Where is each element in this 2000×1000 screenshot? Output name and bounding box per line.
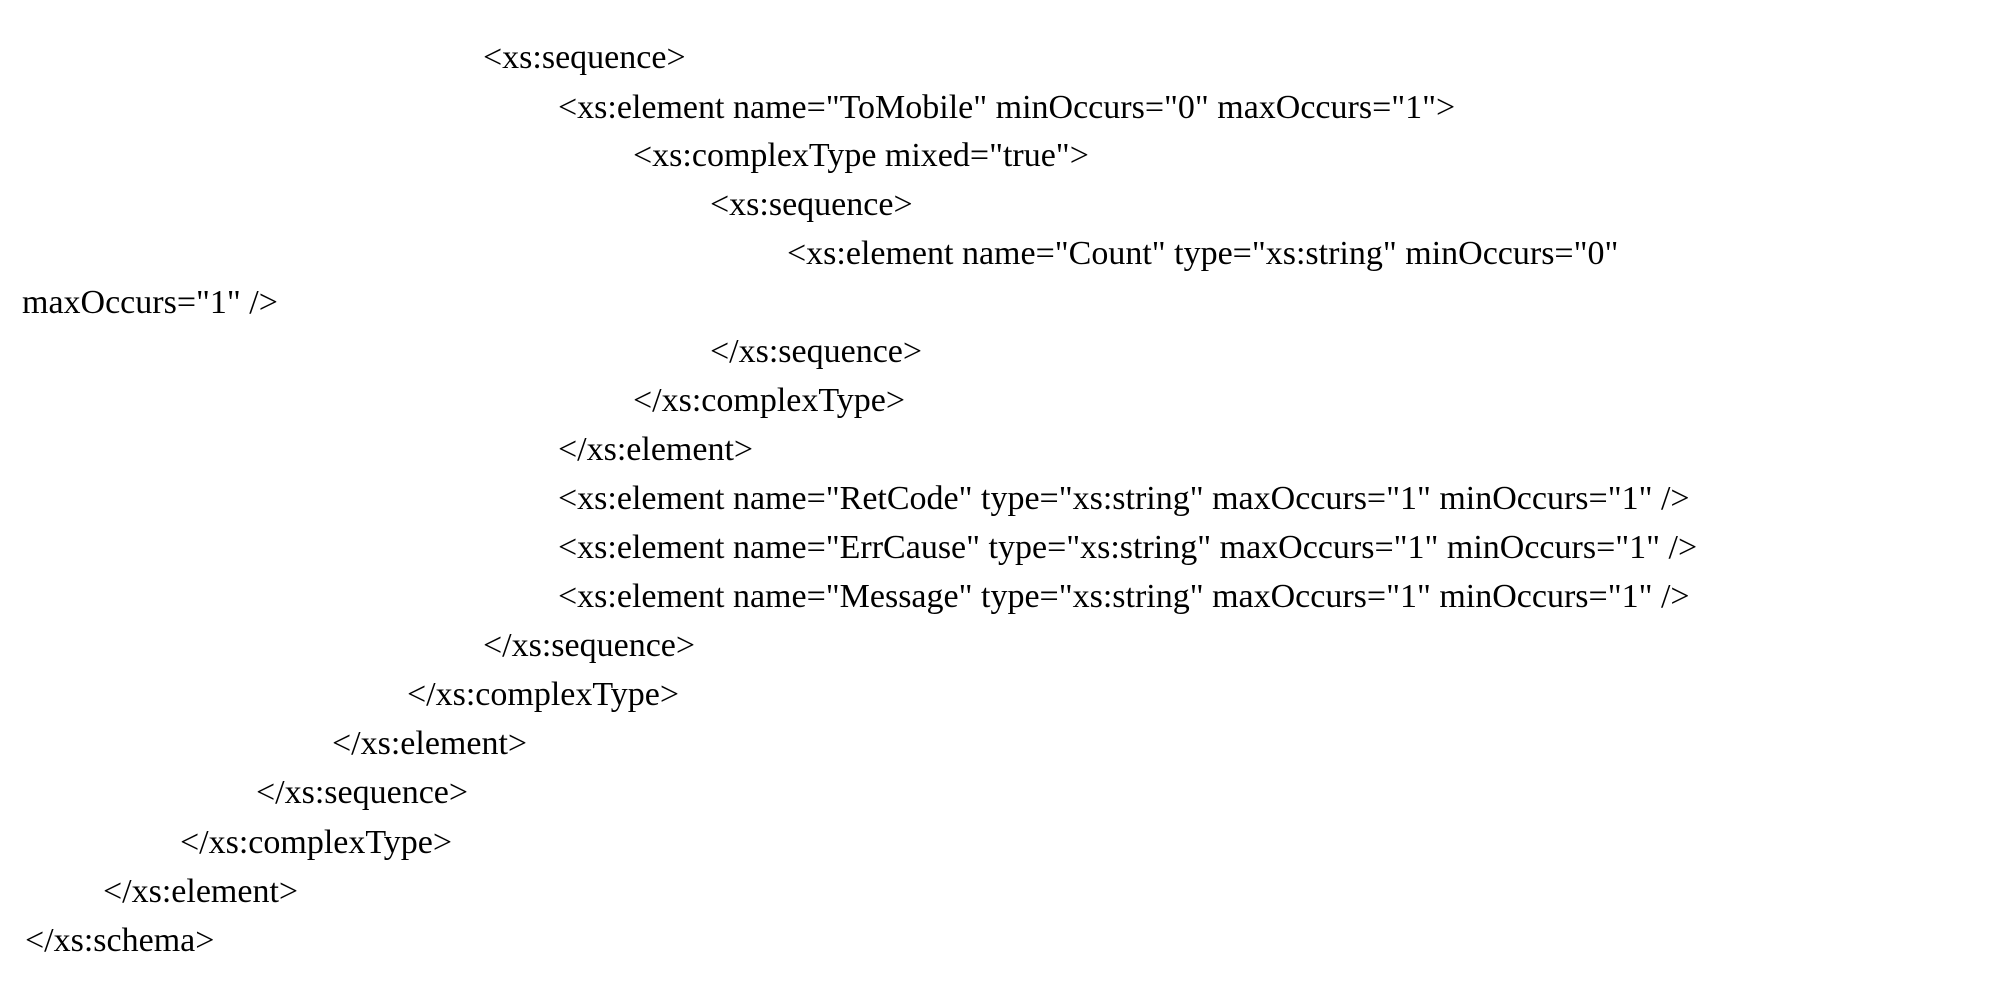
code-line-inner-sequence-close: </xs:sequence> <box>710 332 922 372</box>
code-line-tomobile-element-close: </xs:element> <box>558 430 753 470</box>
code-line-count-element-wrap: maxOccurs="1" /> <box>22 283 278 323</box>
code-line-tomobile-element-open: <xs:element name="ToMobile" minOccurs="0… <box>558 88 1455 128</box>
code-line-inner-sequence-open: <xs:sequence> <box>710 185 913 225</box>
code-line-complextype-close: </xs:complexType> <box>633 381 905 421</box>
code-line-count-element: <xs:element name="Count" type="xs:string… <box>787 234 1618 274</box>
code-line-element-close-3: </xs:element> <box>103 872 298 912</box>
code-line-sequence-open: <xs:sequence> <box>483 38 686 78</box>
code-line-errcause-element: <xs:element name="ErrCause" type="xs:str… <box>558 528 1697 568</box>
code-line-sequence-close: </xs:sequence> <box>483 626 695 666</box>
code-line-complextype-close-2: </xs:complexType> <box>407 675 679 715</box>
code-line-schema-close: </xs:schema> <box>25 921 214 961</box>
code-line-message-element: <xs:element name="Message" type="xs:stri… <box>558 577 1690 617</box>
code-line-sequence-close-2: </xs:sequence> <box>256 773 468 813</box>
code-line-complextype-mixed-open: <xs:complexType mixed="true"> <box>633 136 1089 176</box>
code-line-complextype-close-3: </xs:complexType> <box>180 823 452 863</box>
code-line-element-close-2: </xs:element> <box>332 724 527 764</box>
code-line-retcode-element: <xs:element name="RetCode" type="xs:stri… <box>558 479 1690 519</box>
